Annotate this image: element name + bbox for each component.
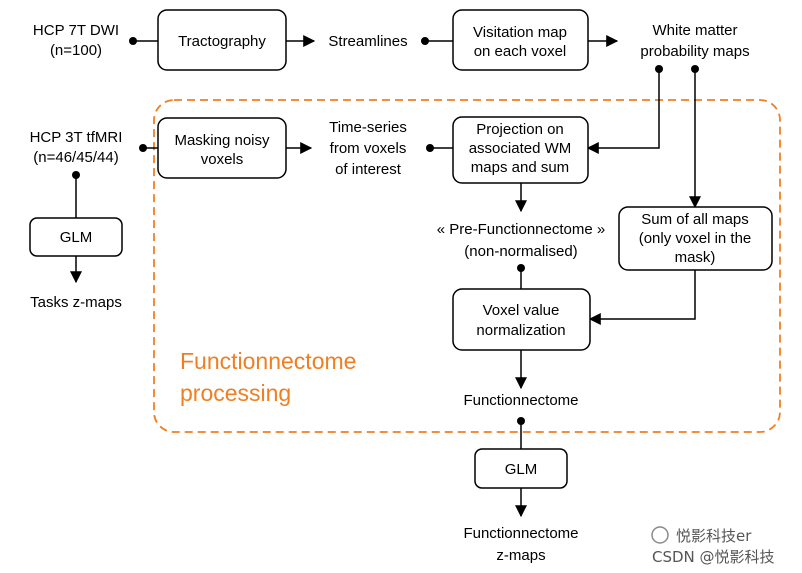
sum-maps-text-line: Sum of all maps [641, 211, 749, 228]
dot-tfmri-down [72, 171, 80, 179]
dot-tfmri [139, 144, 147, 152]
sum-maps-text-line: (only voxel in the [639, 230, 752, 247]
masking-text: Masking noisy voxels [174, 132, 270, 168]
connectors [70, 35, 701, 518]
dot-functionnectome [517, 417, 525, 425]
dot-pre [517, 264, 525, 272]
wm-maps-label: White matter probability maps [640, 22, 749, 60]
wm-maps-label-line: probability maps [640, 43, 749, 60]
masking-text-line: voxels [201, 151, 244, 168]
processing-title: Functionnectome processing [180, 348, 356, 406]
sum-maps-text-line: mask) [675, 249, 716, 266]
tractography-text-line: Tractography [178, 33, 266, 50]
dwi-label: HCP 7T DWI (n=100) [33, 22, 119, 59]
visitation-text: Visitation map on each voxel [473, 24, 567, 60]
tractography-box [157, 9, 287, 71]
processing-title-line: Functionnectome [180, 348, 356, 374]
streamlines-label: Streamlines [328, 33, 407, 50]
sum-maps-box [618, 206, 773, 271]
dot-dwi [129, 37, 137, 45]
tasks-zmaps-label: Tasks z-maps [30, 294, 122, 311]
tfmri-label-line: (n=46/45/44) [33, 149, 118, 166]
functionnectome-zmaps-label-line: z-maps [496, 547, 545, 564]
pre-functionnectome-label-line: (non-normalised) [464, 243, 577, 260]
dot-wm-right [691, 65, 699, 73]
watermark-line2: CSDN @悦影科技 [652, 548, 775, 566]
tractography-text: Tractography [178, 33, 266, 50]
glm-bottom-text-line: GLM [505, 461, 538, 478]
projection-text-line: maps and sum [471, 159, 569, 176]
functionnectome-zmaps-label: Functionnectome z-maps [463, 525, 578, 564]
processing-title-line: processing [180, 380, 291, 406]
time-series-label-line: from voxels [330, 140, 407, 157]
visitation-box [452, 9, 589, 71]
visitation-text-line: on each voxel [474, 43, 567, 60]
projection-box [452, 116, 589, 184]
watermark-line1: 悦影科技er [676, 527, 752, 545]
tasks-zmaps-label-line: Tasks z-maps [30, 294, 122, 311]
streamlines-label-line: Streamlines [328, 33, 407, 50]
dot-streamlines [421, 37, 429, 45]
processing-region [153, 99, 781, 433]
projection-text-line: Projection on [476, 121, 564, 138]
visitation-text-line: Visitation map [473, 24, 567, 41]
dot-timeseries [426, 144, 434, 152]
time-series-label-line: Time-series [329, 119, 407, 136]
voxel-norm-text-line: Voxel value [483, 302, 560, 319]
sum-maps-text: Sum of all maps (only voxel in the mask) [639, 211, 752, 266]
pre-functionnectome-label: « Pre-Functionnectome » (non-normalised) [437, 221, 605, 260]
tfmri-label-line: HCP 3T tfMRI [30, 129, 123, 146]
functionnectome-zmaps-label-line: Functionnectome [463, 525, 578, 542]
glm-left-box [29, 217, 123, 257]
pre-functionnectome-label-line: « Pre-Functionnectome » [437, 221, 605, 238]
masking-text-line: Masking noisy [174, 132, 270, 149]
glm-bottom-box [474, 448, 568, 489]
dwi-label-line: HCP 7T DWI [33, 22, 119, 39]
voxel-norm-text-line: normalization [476, 322, 565, 339]
edge-summaps-normalization [588, 270, 696, 325]
masking-box [157, 117, 287, 179]
functionnectome-label: Functionnectome [463, 392, 578, 409]
watermark: 悦影科技er CSDN @悦影科技 [651, 526, 775, 566]
connector-dots [72, 37, 699, 425]
wm-maps-label-line: White matter [652, 22, 737, 39]
edge-wm-projection [586, 69, 660, 154]
glm-bottom-text: GLM [505, 461, 538, 478]
projection-text: Projection on associated WM maps and sum [469, 121, 572, 176]
tfmri-label: HCP 3T tfMRI (n=46/45/44) [30, 129, 123, 166]
wechat-icon [651, 526, 669, 544]
functionnectome-label-line: Functionnectome [463, 392, 578, 409]
voxel-norm-text: Voxel value normalization [476, 302, 565, 339]
time-series-label: Time-series from voxels of interest [329, 119, 407, 178]
projection-text-line: associated WM [469, 140, 572, 157]
dot-wm-left [655, 65, 663, 73]
glm-left-text-line: GLM [60, 229, 93, 246]
dwi-label-line: (n=100) [50, 42, 102, 59]
voxel-norm-box [452, 288, 591, 351]
time-series-label-line: of interest [335, 161, 402, 178]
glm-left-text: GLM [60, 229, 93, 246]
